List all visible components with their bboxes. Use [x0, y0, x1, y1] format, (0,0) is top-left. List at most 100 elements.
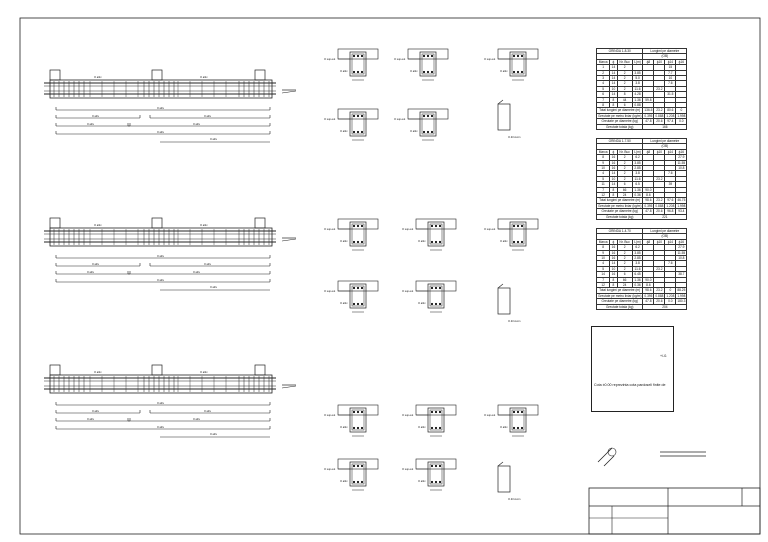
- rebar-dot: [352, 70, 356, 74]
- rebar-tag: O attiv: [87, 418, 95, 421]
- schedule-total-label: Total lungimi pe diametre (m): [595, 287, 644, 294]
- rebar-dot: [438, 480, 442, 484]
- schedule-cell: 2: [616, 249, 633, 257]
- level-mark: +/-0.: [660, 354, 668, 358]
- stirrup-outline: [351, 463, 365, 485]
- schedule-cell: 2: [616, 260, 633, 267]
- rebar-dot: [356, 426, 360, 430]
- schedule-cell: 8: [609, 96, 618, 104]
- schedule-total-value: 0.395: [642, 112, 655, 120]
- rebar-dot: [356, 286, 360, 290]
- rebar-dot: [360, 410, 364, 414]
- column-stub: [151, 69, 163, 81]
- rebar-dot: [422, 130, 426, 134]
- hook-bar: [603, 455, 615, 467]
- section-tag: O attiv: [410, 129, 418, 133]
- stirrup-outline: [351, 223, 365, 245]
- rebar-dot: [356, 70, 360, 74]
- schedule-cell: 14: [609, 181, 618, 188]
- beam-section-10: O sup.eut O attiv: [402, 280, 457, 313]
- schedule-cell: 2: [616, 85, 633, 93]
- schedule-title: GRINDA 1-8.30: [595, 47, 644, 55]
- rebar-tag: O attiv: [210, 286, 218, 289]
- rebar-dot: [434, 426, 438, 430]
- schedule-cell: 2: [616, 74, 633, 82]
- rebar-dot: [516, 410, 520, 414]
- rebar-dot: [422, 54, 426, 58]
- rebar-dot: [434, 224, 438, 228]
- title-block: [588, 487, 761, 535]
- section-tag: O attiv: [418, 425, 426, 429]
- stirrup-outline: [511, 409, 525, 431]
- rebar-dot: [352, 464, 356, 468]
- section-outline: [349, 111, 367, 137]
- rebar-tag: O attiv: [210, 433, 218, 436]
- section-tag: O sup.eut: [402, 289, 414, 293]
- schedule-total-value: 0.888: [653, 112, 666, 120]
- schedule-cell: 16: [609, 244, 618, 251]
- rebar-dot: [434, 480, 438, 484]
- schedule-total-label: Greutate pe diametre (kg): [595, 298, 644, 305]
- rebar-dot: [434, 410, 438, 414]
- rebar-tag: O attiv: [204, 115, 212, 118]
- schedule-cell: 10: [609, 175, 618, 183]
- column-stub: [49, 217, 61, 229]
- schedule-cell: 8: [609, 186, 618, 194]
- schedule-cell: 8: [609, 276, 618, 284]
- section-tag: O attiv: [340, 479, 348, 483]
- beam-outline: [49, 79, 273, 99]
- section-tag: O attiv: [418, 301, 426, 305]
- rebar-tag: O attiv: [193, 418, 201, 421]
- rebar-dot: [356, 464, 360, 468]
- schedule-cell: 2: [616, 265, 633, 273]
- rebar-dot: [434, 464, 438, 468]
- stirrup-outline: [421, 113, 435, 135]
- stirrup-tag: O dtl cucm: [508, 497, 520, 501]
- column-stub: [254, 217, 266, 229]
- schedule-cell: 16: [609, 154, 618, 161]
- rebar-dot: [512, 410, 516, 414]
- schedule-cell: 66: [616, 186, 633, 194]
- rebar-tag: O attiv: [157, 131, 165, 134]
- level-note: Cota ±0.00 reprezinta cota pardoseli fin…: [594, 383, 666, 387]
- schedule-cell: 27.9: [675, 154, 688, 161]
- rebar-dot: [360, 286, 364, 290]
- schedule-total-label: Greutate totala (kg): [595, 123, 644, 131]
- rebar-tag: O attiv: [210, 138, 218, 141]
- section-tag: O sup.eut: [324, 57, 336, 61]
- rebar-dot: [430, 480, 434, 484]
- beam-outline: [49, 227, 273, 247]
- schedule-total-value: 180.3: [675, 298, 688, 305]
- rebar-dot: [352, 286, 356, 290]
- rebar-dot: [426, 114, 430, 118]
- schedule-total-row: Greutate totala (kg)221: [595, 213, 688, 221]
- slab-outline: [407, 108, 449, 120]
- schedule-cell: 11.55: [675, 159, 688, 167]
- rebar-dot: [426, 130, 430, 134]
- section-outline: [509, 407, 527, 433]
- rebar-dot: [430, 464, 434, 468]
- rebar-tag: O attiv: [87, 271, 95, 274]
- stirrup-outline: [351, 409, 365, 431]
- rebar-tag: O attiv: [200, 223, 208, 227]
- schedule-cell: 2: [616, 175, 633, 183]
- rebar-tag: O attiv: [92, 410, 100, 413]
- rebar-dot: [356, 54, 360, 58]
